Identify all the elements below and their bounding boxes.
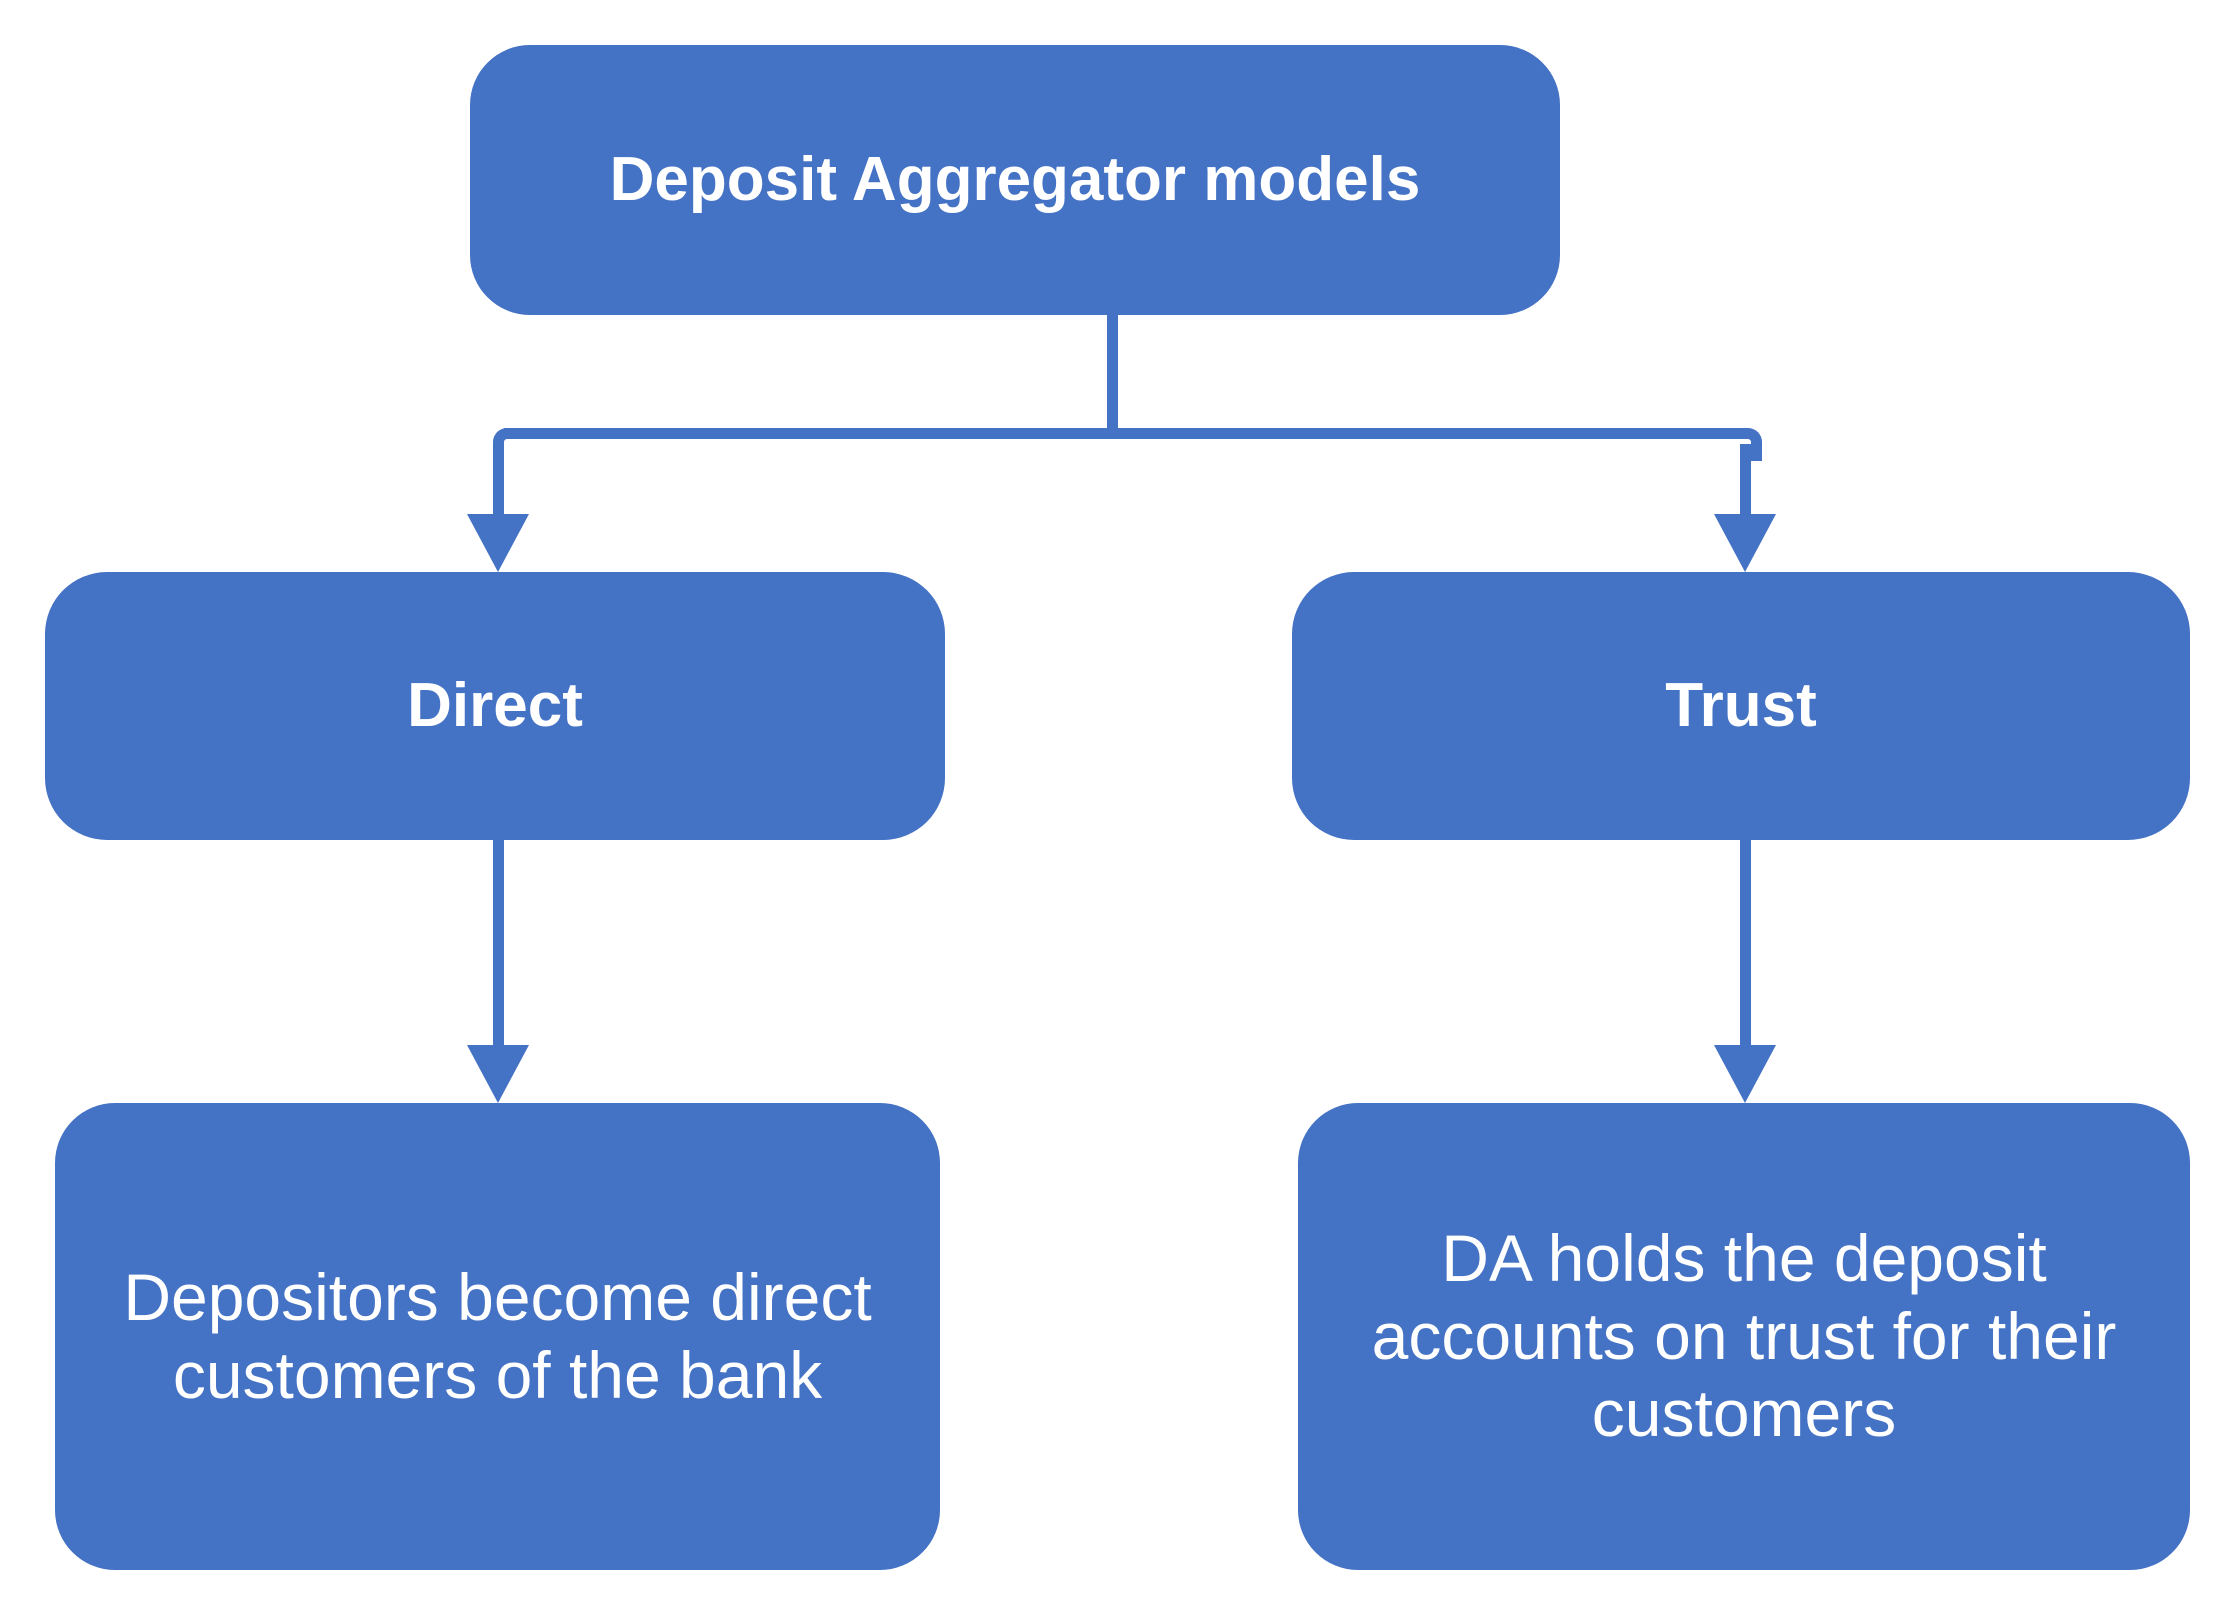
node-root-label: Deposit Aggregator models xyxy=(609,145,1421,215)
connector-root-to-trust-stem xyxy=(1740,444,1751,516)
arrowhead-direct-to-leaf xyxy=(467,1045,529,1103)
node-leaf-trust-description[interactable]: DA holds the deposit accounts on trust f… xyxy=(1298,1103,2190,1570)
arrowhead-root-to-direct xyxy=(467,514,529,572)
node-branch-trust-label: Trust xyxy=(1665,671,1817,741)
node-branch-trust[interactable]: Trust xyxy=(1292,572,2190,840)
connector-split-bar xyxy=(504,428,1729,439)
arrowhead-trust-to-leaf xyxy=(1714,1045,1776,1103)
node-branch-direct-label: Direct xyxy=(407,671,583,741)
node-leaf-direct-description[interactable]: Depositors become direct customers of th… xyxy=(55,1103,940,1570)
connector-trust-to-leaf-stem xyxy=(1740,840,1751,1045)
node-root-deposit-aggregator-models[interactable]: Deposit Aggregator models xyxy=(470,45,1560,315)
arrowhead-root-to-trust xyxy=(1714,514,1776,572)
connector-root-stem xyxy=(1107,315,1118,430)
node-leaf-trust-label: DA holds the deposit accounts on trust f… xyxy=(1371,1220,2117,1451)
connector-direct-to-leaf-stem xyxy=(493,840,504,1045)
connector-elbow-right xyxy=(1729,428,1762,461)
node-leaf-direct-label: Depositors become direct customers of th… xyxy=(123,1259,872,1412)
node-branch-direct[interactable]: Direct xyxy=(45,572,945,840)
connector-root-to-direct-stem xyxy=(493,444,504,516)
